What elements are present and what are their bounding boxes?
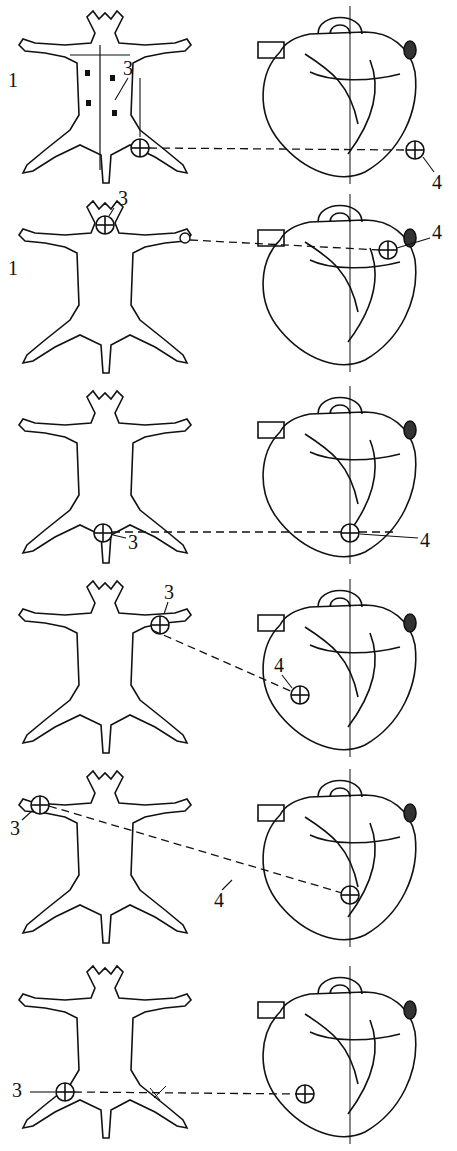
callout-number: 4 — [432, 222, 442, 242]
callout-number: 3 — [128, 532, 138, 552]
callout-number: 3 — [12, 1080, 22, 1100]
callout-number: 4 — [420, 530, 430, 550]
callout-number: 1 — [8, 70, 18, 90]
callout-number: 4 — [214, 890, 224, 910]
animal-outline — [19, 11, 191, 183]
callout-number: 3 — [118, 188, 128, 208]
callout-number: 1 — [8, 258, 18, 278]
callout-number: 3 — [164, 582, 174, 602]
heart-outline — [258, 6, 416, 184]
callout-number: 4 — [274, 655, 284, 675]
callout-number: 4 — [432, 172, 442, 192]
callout-number: 3 — [10, 818, 20, 838]
callout-number: 3 — [123, 58, 133, 78]
